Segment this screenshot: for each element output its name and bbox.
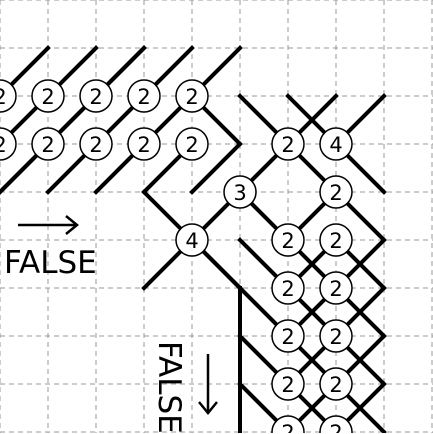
- node-circle: [271, 271, 305, 305]
- node-value: 2: [137, 85, 150, 109]
- node-2[interactable]: 2: [271, 127, 305, 161]
- node-2[interactable]: 2: [319, 367, 353, 401]
- node-circle: [319, 271, 353, 305]
- node-value: 2: [137, 133, 150, 157]
- node-circle: [223, 175, 257, 209]
- node-2[interactable]: 2: [127, 127, 161, 161]
- node-2[interactable]: 2: [127, 79, 161, 113]
- node-value: 2: [329, 181, 342, 205]
- node-2[interactable]: 2: [271, 271, 305, 305]
- node-circle: [319, 127, 353, 161]
- node-circle: [31, 127, 65, 161]
- node-circle: [31, 79, 65, 113]
- node-2[interactable]: 2: [175, 127, 209, 161]
- node-circle: [0, 79, 17, 113]
- node-3[interactable]: 3: [223, 175, 257, 209]
- node-circle: [79, 127, 113, 161]
- node-circle: [319, 175, 353, 209]
- node-value: 2: [281, 277, 294, 301]
- node-2[interactable]: 2: [79, 79, 113, 113]
- node-value: 2: [329, 277, 342, 301]
- node-4[interactable]: 4: [319, 127, 353, 161]
- node-circle: [79, 79, 113, 113]
- node-circle: [319, 319, 353, 353]
- node-2[interactable]: 2: [175, 79, 209, 113]
- node-2[interactable]: 2: [271, 415, 305, 433]
- node-circle: [127, 127, 161, 161]
- arrow-down-icon: [198, 354, 218, 415]
- arrow-right-icon: [18, 215, 79, 235]
- node-value: 2: [41, 85, 54, 109]
- node-2[interactable]: 2: [271, 367, 305, 401]
- node-value: 2: [0, 133, 7, 157]
- node-circle: [0, 127, 17, 161]
- node-value: 2: [41, 133, 54, 157]
- node-value: 2: [0, 85, 7, 109]
- node-2[interactable]: 2: [319, 415, 353, 433]
- output-label-vertical: FALSE: [151, 341, 187, 434]
- node-circle: [271, 319, 305, 353]
- node-2[interactable]: 2: [31, 127, 65, 161]
- node-value: 4: [185, 229, 198, 253]
- node-value: 3: [233, 181, 246, 205]
- node-circle: [319, 367, 353, 401]
- node-circle: [127, 79, 161, 113]
- node-circle: [271, 367, 305, 401]
- node-value: 2: [329, 373, 342, 397]
- node-value: 4: [329, 133, 342, 157]
- node-value: 2: [281, 373, 294, 397]
- node-value: 2: [281, 133, 294, 157]
- node-circle: [271, 415, 305, 433]
- wire-segment: [189, 141, 243, 195]
- node-circle: [175, 127, 209, 161]
- node-value: 2: [185, 133, 198, 157]
- node-2[interactable]: 2: [0, 127, 17, 161]
- node-value: 2: [89, 85, 102, 109]
- node-2[interactable]: 2: [319, 271, 353, 305]
- node-circle: [319, 223, 353, 257]
- node-2[interactable]: 2: [0, 79, 17, 113]
- node-circle: [271, 127, 305, 161]
- node-value: 2: [281, 421, 294, 433]
- node-value: 2: [281, 325, 294, 349]
- node-circle: [175, 223, 209, 257]
- node-circle: [271, 223, 305, 257]
- node-2[interactable]: 2: [31, 79, 65, 113]
- node-4[interactable]: 4: [175, 223, 209, 257]
- node-value: 2: [89, 133, 102, 157]
- node-2[interactable]: 2: [271, 319, 305, 353]
- node-2[interactable]: 2: [319, 319, 353, 353]
- node-circle: [319, 415, 353, 433]
- node-value: 2: [329, 229, 342, 253]
- node-layer: 2 2 2 2 2 2 2 2 2 2 2 4 3 2 4 2 2 2 2 2 2 2 2 2 2: [0, 79, 353, 433]
- node-value: 2: [185, 85, 198, 109]
- node-2[interactable]: 2: [79, 127, 113, 161]
- node-value: 2: [329, 421, 342, 433]
- node-value: 2: [281, 229, 294, 253]
- output-label-horizontal: FALSE: [4, 245, 97, 281]
- node-2[interactable]: 2: [271, 223, 305, 257]
- node-2[interactable]: 2: [319, 223, 353, 257]
- node-circle: [175, 79, 209, 113]
- node-2[interactable]: 2: [319, 175, 353, 209]
- node-value: 2: [329, 325, 342, 349]
